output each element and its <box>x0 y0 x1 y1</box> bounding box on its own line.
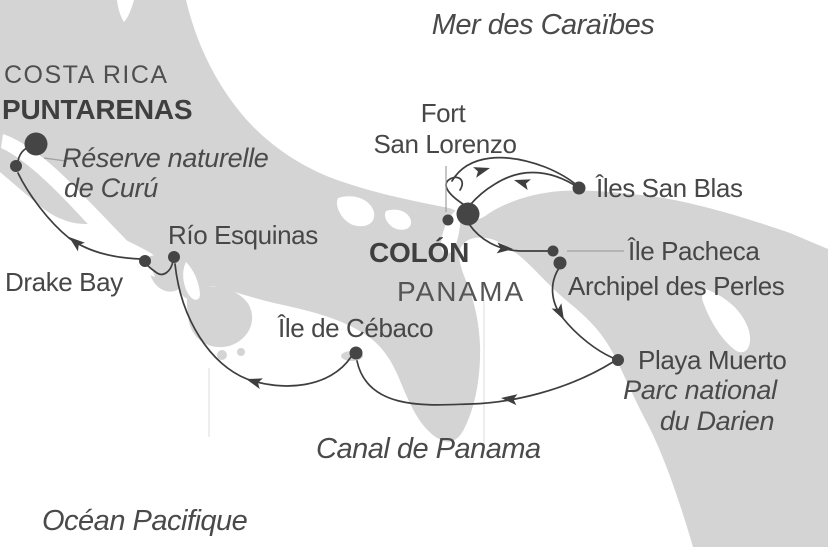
golfo-dulce <box>183 262 200 300</box>
lake-notch <box>117 0 134 22</box>
label-mer-des-caraibes: Mer des Caraïbes <box>432 9 655 41</box>
stop-dots <box>10 132 624 366</box>
route-arrow-to-playa <box>551 303 564 320</box>
islet-small-1 <box>217 350 227 360</box>
route-leg-sanblas-return <box>469 171 580 206</box>
dot-curu <box>10 160 22 172</box>
dot-ile-pacheca <box>547 245 559 257</box>
dot-rio-esquinas <box>168 251 180 263</box>
label-rio-esquinas: Río Esquinas <box>168 220 318 250</box>
dot-puntarenas <box>24 132 48 156</box>
label-ocean-pacifique: Océan Pacifique <box>42 505 248 537</box>
islet-perles-3 <box>570 278 576 284</box>
dot-iles-san-blas <box>572 181 586 195</box>
label-parc-darien-line2: du Darien <box>660 406 774 436</box>
island-coiba <box>186 286 253 348</box>
route-group <box>17 146 614 406</box>
label-archipel-des-perles: Archipel des Perles <box>568 271 785 301</box>
route-leg-colon-to-sanblas <box>451 156 580 188</box>
label-puntarenas: PUNTARENAS <box>2 94 192 125</box>
route-leg-drakebay-to-curu <box>17 172 142 260</box>
route-arrow-sanblas-return <box>514 179 531 190</box>
gulf-of-nicoya <box>1 134 155 277</box>
golfo-san-miguel <box>702 288 751 353</box>
route-arrow-to-sanblas <box>473 167 490 178</box>
label-ile-de-cebaco: Île de Cébaco <box>277 313 433 343</box>
label-reserve-curu-line1: Réserve naturelle <box>62 143 269 173</box>
label-fort-line1: Fort <box>421 98 467 128</box>
label-fort-line2: San Lorenzo <box>373 129 516 159</box>
label-parc-darien-line1: Parc national <box>623 375 778 405</box>
dot-archipel-des-perles <box>553 256 567 270</box>
water-cutouts <box>1 0 751 353</box>
route-arrow-to-esquinas <box>246 378 263 389</box>
dot-drake-bay <box>139 255 151 267</box>
route-arrow-canal <box>496 242 513 254</box>
lagoon-chiriqui-2 <box>384 209 412 230</box>
label-canal-de-panama: Canal de Panama <box>316 433 541 465</box>
labels-group: Mer des Caraïbes Océan Pacifique Canal d… <box>2 9 787 537</box>
dot-fort-san-lorenzo <box>442 214 454 226</box>
route-leg-canal-to-pacheca <box>468 223 550 252</box>
label-drake-bay: Drake Bay <box>5 267 123 297</box>
label-colon: COLÓN <box>369 237 469 268</box>
route-leg-colon-loop <box>445 176 467 207</box>
dot-playa-muerto <box>612 354 624 366</box>
limon-bay <box>441 209 461 254</box>
leader-reserve-curu <box>43 157 67 162</box>
label-ile-pacheca: Île Pacheca <box>627 236 760 266</box>
dot-ile-de-cebaco <box>349 346 363 360</box>
label-iles-san-blas: Îles San Blas <box>595 173 743 203</box>
route-arrow-to-cebaco <box>501 394 518 406</box>
label-reserve-curu-line2: de Curú <box>64 173 158 203</box>
label-costa-rica: COSTA RICA <box>4 61 169 89</box>
label-panama: PANAMA <box>397 276 525 307</box>
lagoon-chiriqui-1 <box>336 196 375 227</box>
route-arrow-to-curu <box>69 237 85 252</box>
label-playa-muerto: Playa Muerto <box>638 345 786 375</box>
route-leg-playa-to-cebaco <box>356 360 614 406</box>
islet-small-2 <box>237 348 245 356</box>
dot-colon <box>456 202 480 226</box>
